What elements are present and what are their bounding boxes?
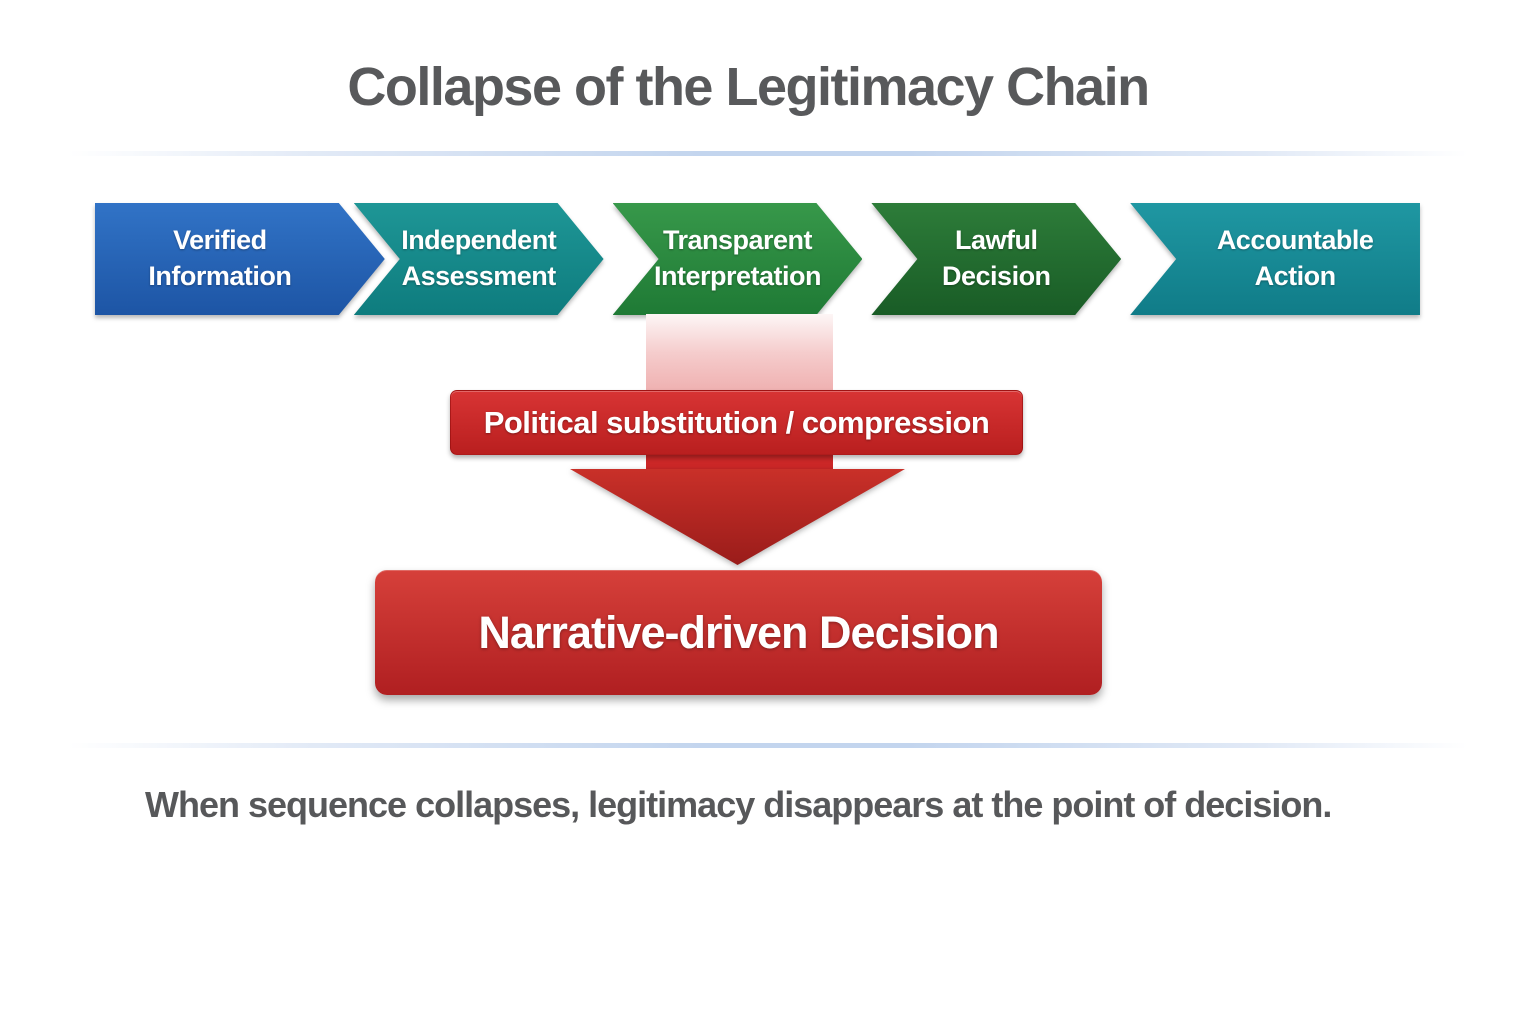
footer-divider — [68, 743, 1468, 748]
step-label-line1: Lawful — [955, 225, 1038, 256]
collapse-arrowhead-wrap — [570, 469, 905, 565]
legitimacy-chain: Verified Information Independent Assessm… — [95, 203, 1420, 315]
chain-step-lawful-decision: Lawful Decision — [871, 203, 1121, 315]
chevron-shape: Verified Information — [95, 203, 385, 315]
chevron-shape: Transparent Interpretation — [613, 203, 863, 315]
step-label-line1: Verified — [173, 225, 267, 256]
step-label-line2: Interpretation — [653, 261, 821, 291]
chain-step-accountable-action: Accountable Action — [1130, 203, 1420, 315]
step-label-line2: Assessment — [401, 261, 556, 291]
collapse-arrow-shaft-fade — [646, 314, 833, 392]
chain-step-verified-information: Verified Information — [95, 203, 345, 315]
collapse-arrow-shaft-solid — [646, 453, 833, 471]
step-label-line2: Decision — [942, 261, 1051, 291]
chain-step-transparent-interpretation: Transparent Interpretation — [613, 203, 863, 315]
substitution-label-text: Political substitution / compression — [483, 404, 990, 440]
step-label-line1: Independent — [401, 225, 557, 256]
narrative-decision-box: Narrative-driven Decision — [375, 570, 1102, 695]
step-label-line2: Action — [1254, 261, 1337, 291]
chevron-shape: Lawful Decision — [871, 203, 1121, 315]
step-label-line1: Transparent — [662, 225, 813, 256]
down-arrow-icon — [570, 469, 905, 565]
narrative-decision-text: Narrative-driven Decision — [478, 606, 999, 658]
title-divider — [68, 151, 1468, 156]
substitution-label-box: Political substitution / compression — [450, 390, 1023, 455]
page-title: Collapse of the Legitimacy Chain — [347, 57, 1150, 117]
chain-step-independent-assessment: Independent Assessment — [354, 203, 604, 315]
chevron-shape: Accountable Action — [1130, 203, 1420, 315]
step-label-line2: Information — [148, 261, 292, 291]
chevron-shape: Independent Assessment — [354, 203, 604, 315]
conclusion-caption: When sequence collapses, legitimacy disa… — [145, 784, 1332, 825]
step-label-line1: Accountable — [1216, 225, 1374, 256]
